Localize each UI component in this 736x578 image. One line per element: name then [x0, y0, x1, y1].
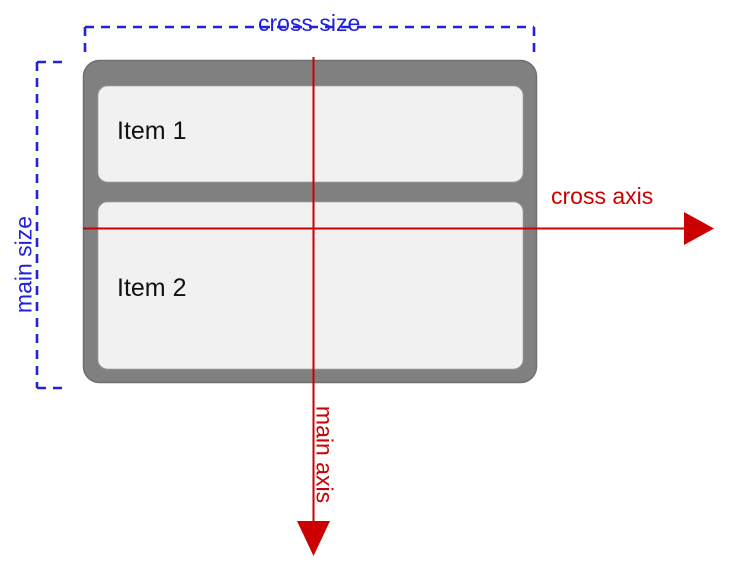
cross-size-bracket — [83, 25, 536, 55]
cross-axis-arrowhead — [684, 212, 714, 245]
cross-size-label: cross size — [258, 10, 361, 36]
flex-item-1 — [96, 84, 525, 184]
main-size-label: main size — [10, 215, 37, 314]
main-axis-arrow — [297, 57, 330, 556]
flex-item-1-shape — [96, 84, 525, 184]
flex-item-2 — [96, 200, 525, 371]
main-axis-label: main axis — [311, 405, 338, 504]
main-axis-arrowhead — [297, 521, 330, 556]
cross-axis-arrow — [83, 212, 714, 245]
main-size-bracket — [35, 60, 68, 390]
cross-axis-label: cross axis — [551, 183, 654, 209]
flex-item-2-shape — [96, 200, 525, 371]
flex-item-1-label: Item 1 — [117, 117, 187, 145]
flex-item-2-label: Item 2 — [117, 274, 187, 302]
